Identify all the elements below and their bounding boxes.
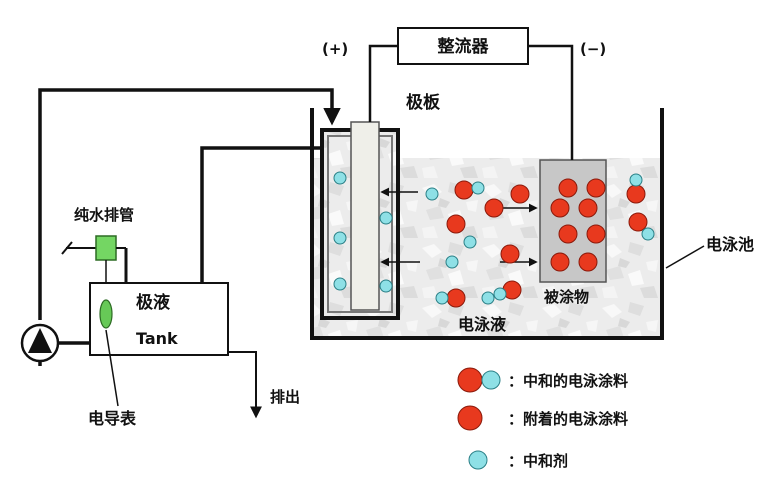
conductivity-probe	[99, 299, 113, 329]
paint-particle	[578, 198, 598, 218]
paint-particle	[446, 288, 466, 308]
pure-water-pipe-end	[61, 241, 73, 255]
paint-particle	[586, 224, 606, 244]
paint-particle	[578, 252, 598, 272]
paint-particle	[626, 184, 646, 204]
neutralizer-particle	[493, 287, 507, 301]
neutralizer-particle	[333, 231, 347, 245]
ed-tank-label: 电泳池	[706, 235, 754, 254]
anode-wire	[368, 44, 398, 122]
cathode-wire	[528, 44, 574, 160]
neutralizer-particle	[379, 211, 393, 225]
neutralizer-particle	[481, 291, 495, 305]
neutralizer-particle	[425, 187, 439, 201]
neutralizer-particle	[471, 181, 485, 195]
paint-particle	[628, 212, 648, 232]
conductivity-meter-label: 电导表	[88, 409, 137, 428]
return-pipe	[193, 146, 322, 302]
tank-label: Tank	[136, 329, 178, 348]
electrode-plate	[350, 121, 380, 311]
rectifier-label: 整流器	[438, 36, 490, 57]
pure-water-valve	[95, 235, 117, 261]
pump-icon	[28, 328, 52, 353]
electrode-plate-label: 极板	[406, 92, 441, 113]
neutralizer-particle	[463, 235, 477, 249]
pure-water-pipe-label: 纯水排管	[74, 206, 134, 224]
legend-neutralized-marker	[457, 367, 501, 393]
paint-particle	[510, 184, 530, 204]
meter-leader-line	[105, 329, 119, 407]
paint-particle	[484, 198, 504, 218]
paint-particle	[550, 198, 570, 218]
ed-tank-wall	[310, 108, 664, 340]
neutralizer-particle	[445, 255, 459, 269]
ed-liquid-label: 电泳液	[458, 315, 507, 334]
ed-tank-leader	[665, 245, 705, 269]
discharge-label: 排出	[270, 388, 300, 406]
discharge-pipe	[228, 351, 262, 419]
anode-sign: (+)	[322, 40, 348, 58]
paint-particle	[500, 244, 520, 264]
paint-particle	[454, 180, 474, 200]
legend-neutralizer-text: ：中和剂	[508, 452, 568, 470]
paint-particle	[586, 178, 606, 198]
paint-particle	[558, 178, 578, 198]
legend-attached-text: ：附着的电泳涂料	[508, 410, 628, 428]
supply-pipe	[38, 88, 341, 320]
cathode-sign: (−)	[580, 40, 606, 58]
anolyte-label: 极液	[136, 292, 170, 313]
neutralizer-particle	[333, 171, 347, 185]
neutralizer-particle	[379, 279, 393, 293]
paint-particle	[558, 224, 578, 244]
neutralizer-particle	[629, 173, 643, 187]
paint-particle	[550, 252, 570, 272]
paint-particle	[446, 214, 466, 234]
legend-attached-marker	[457, 405, 483, 431]
neutralizer-particle	[641, 227, 655, 241]
legend-neutralized-text: ：中和的电泳涂料	[508, 372, 628, 390]
neutralizer-particle	[333, 277, 347, 291]
anolyte-tank	[89, 282, 229, 356]
particles-layer	[333, 171, 655, 308]
workpiece-label: 被涂物	[544, 288, 589, 306]
neutralizer-particle	[435, 291, 449, 305]
legend-neutralizer-marker	[468, 450, 488, 470]
